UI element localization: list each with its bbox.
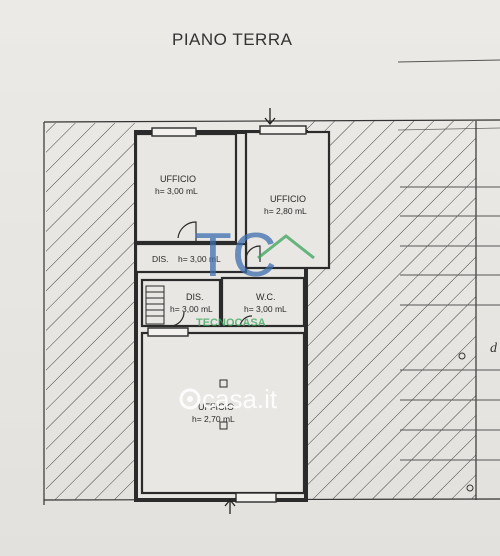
room-height: h= 3,00 mL	[178, 254, 221, 264]
svg-text:casa.it: casa.it	[202, 384, 278, 414]
svg-text:TECNOCASA: TECNOCASA	[196, 317, 266, 329]
plan-title: PIANO TERRA	[172, 30, 293, 49]
room-height: h= 2,70 mL	[192, 414, 235, 424]
room-height: h= 3,00 mL	[170, 304, 213, 314]
room-label: DIS.	[186, 292, 204, 302]
door-swing	[177, 221, 197, 242]
room-label: UFFICIO	[160, 174, 196, 184]
right-hatched-area	[306, 121, 476, 499]
stairs	[145, 285, 165, 325]
svg-text:d: d	[490, 341, 498, 356]
room-ufficio-3	[140, 331, 306, 495]
room-height: h= 2,80 mL	[264, 206, 307, 216]
room-height: h= 3,00 mL	[244, 304, 287, 314]
room-wc	[220, 276, 306, 328]
entry-arrow-icon	[264, 108, 276, 126]
room-label: UFFICIO	[270, 194, 306, 204]
room-label: UFFICIO	[198, 402, 234, 412]
room-label: DIS.	[152, 254, 169, 264]
room-dis-1	[134, 242, 248, 274]
svg-text:TC: TC	[194, 221, 277, 290]
room-ufficio-2	[244, 130, 331, 270]
casa-it-watermark: casa.it	[179, 384, 278, 414]
window	[151, 127, 197, 137]
room-ufficio-1	[134, 132, 238, 244]
left-hatched-area	[46, 123, 136, 500]
room-label: W.C.	[256, 292, 276, 302]
tecnocasa-logo-watermark: TC TECNOCASA	[194, 221, 315, 329]
room-dis-2	[140, 278, 222, 328]
guide-line	[397, 59, 500, 63]
room-height: h= 3,00 mL	[155, 186, 198, 196]
